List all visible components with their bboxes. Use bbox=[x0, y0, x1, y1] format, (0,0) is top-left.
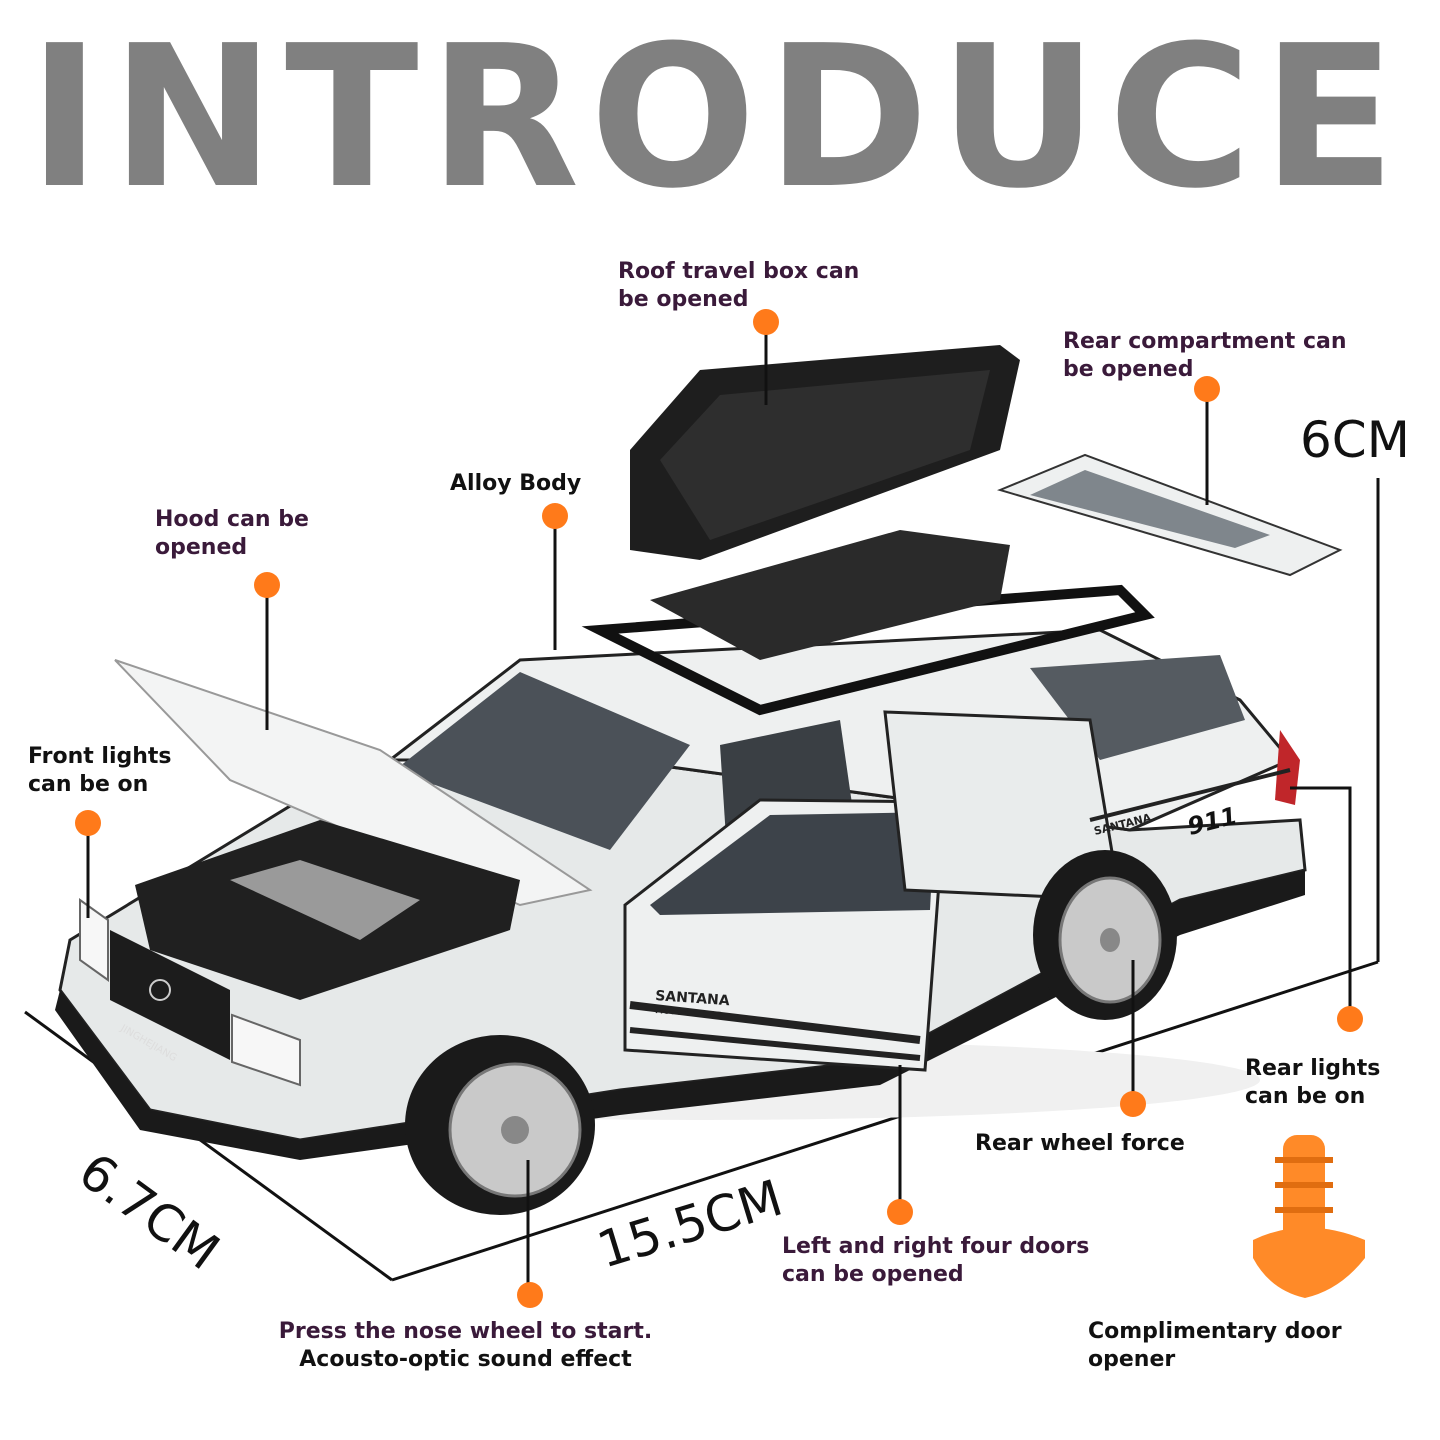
page-title: INTRODUCE bbox=[28, 4, 1406, 232]
front-wheel bbox=[405, 1035, 595, 1215]
rear-wheel bbox=[1033, 850, 1177, 1020]
marker-rear-wheel bbox=[1120, 1091, 1146, 1117]
dimension-lines bbox=[24, 478, 1380, 1282]
marker-nose-wheel bbox=[517, 1282, 543, 1308]
marker-alloy-body bbox=[542, 503, 568, 529]
width-dimension-line bbox=[24, 1010, 393, 1282]
dimension-height: 6CM bbox=[1300, 411, 1410, 469]
label-rear-wheel: Rear wheel force bbox=[975, 1131, 1185, 1156]
marker-rear-lights bbox=[1337, 1006, 1363, 1032]
marker-roof-box bbox=[753, 309, 779, 335]
car-model bbox=[55, 345, 1343, 1215]
marker-doors bbox=[887, 1199, 913, 1225]
length-dimension-line bbox=[391, 960, 1379, 1282]
marker-rear-compartment bbox=[1194, 376, 1220, 402]
door-opener-image bbox=[1253, 1135, 1365, 1298]
car-badge-text: SANTANA bbox=[655, 988, 731, 1009]
label-nose-wheel: Press the nose wheel to start.Acousto-op… bbox=[278, 1319, 653, 1372]
label-alloy-body: Alloy Body bbox=[450, 471, 582, 496]
marker-front-lights bbox=[75, 810, 101, 836]
marker-hood bbox=[254, 572, 280, 598]
feature-markers bbox=[75, 309, 1363, 1308]
pointer-lines bbox=[86, 330, 1352, 1285]
